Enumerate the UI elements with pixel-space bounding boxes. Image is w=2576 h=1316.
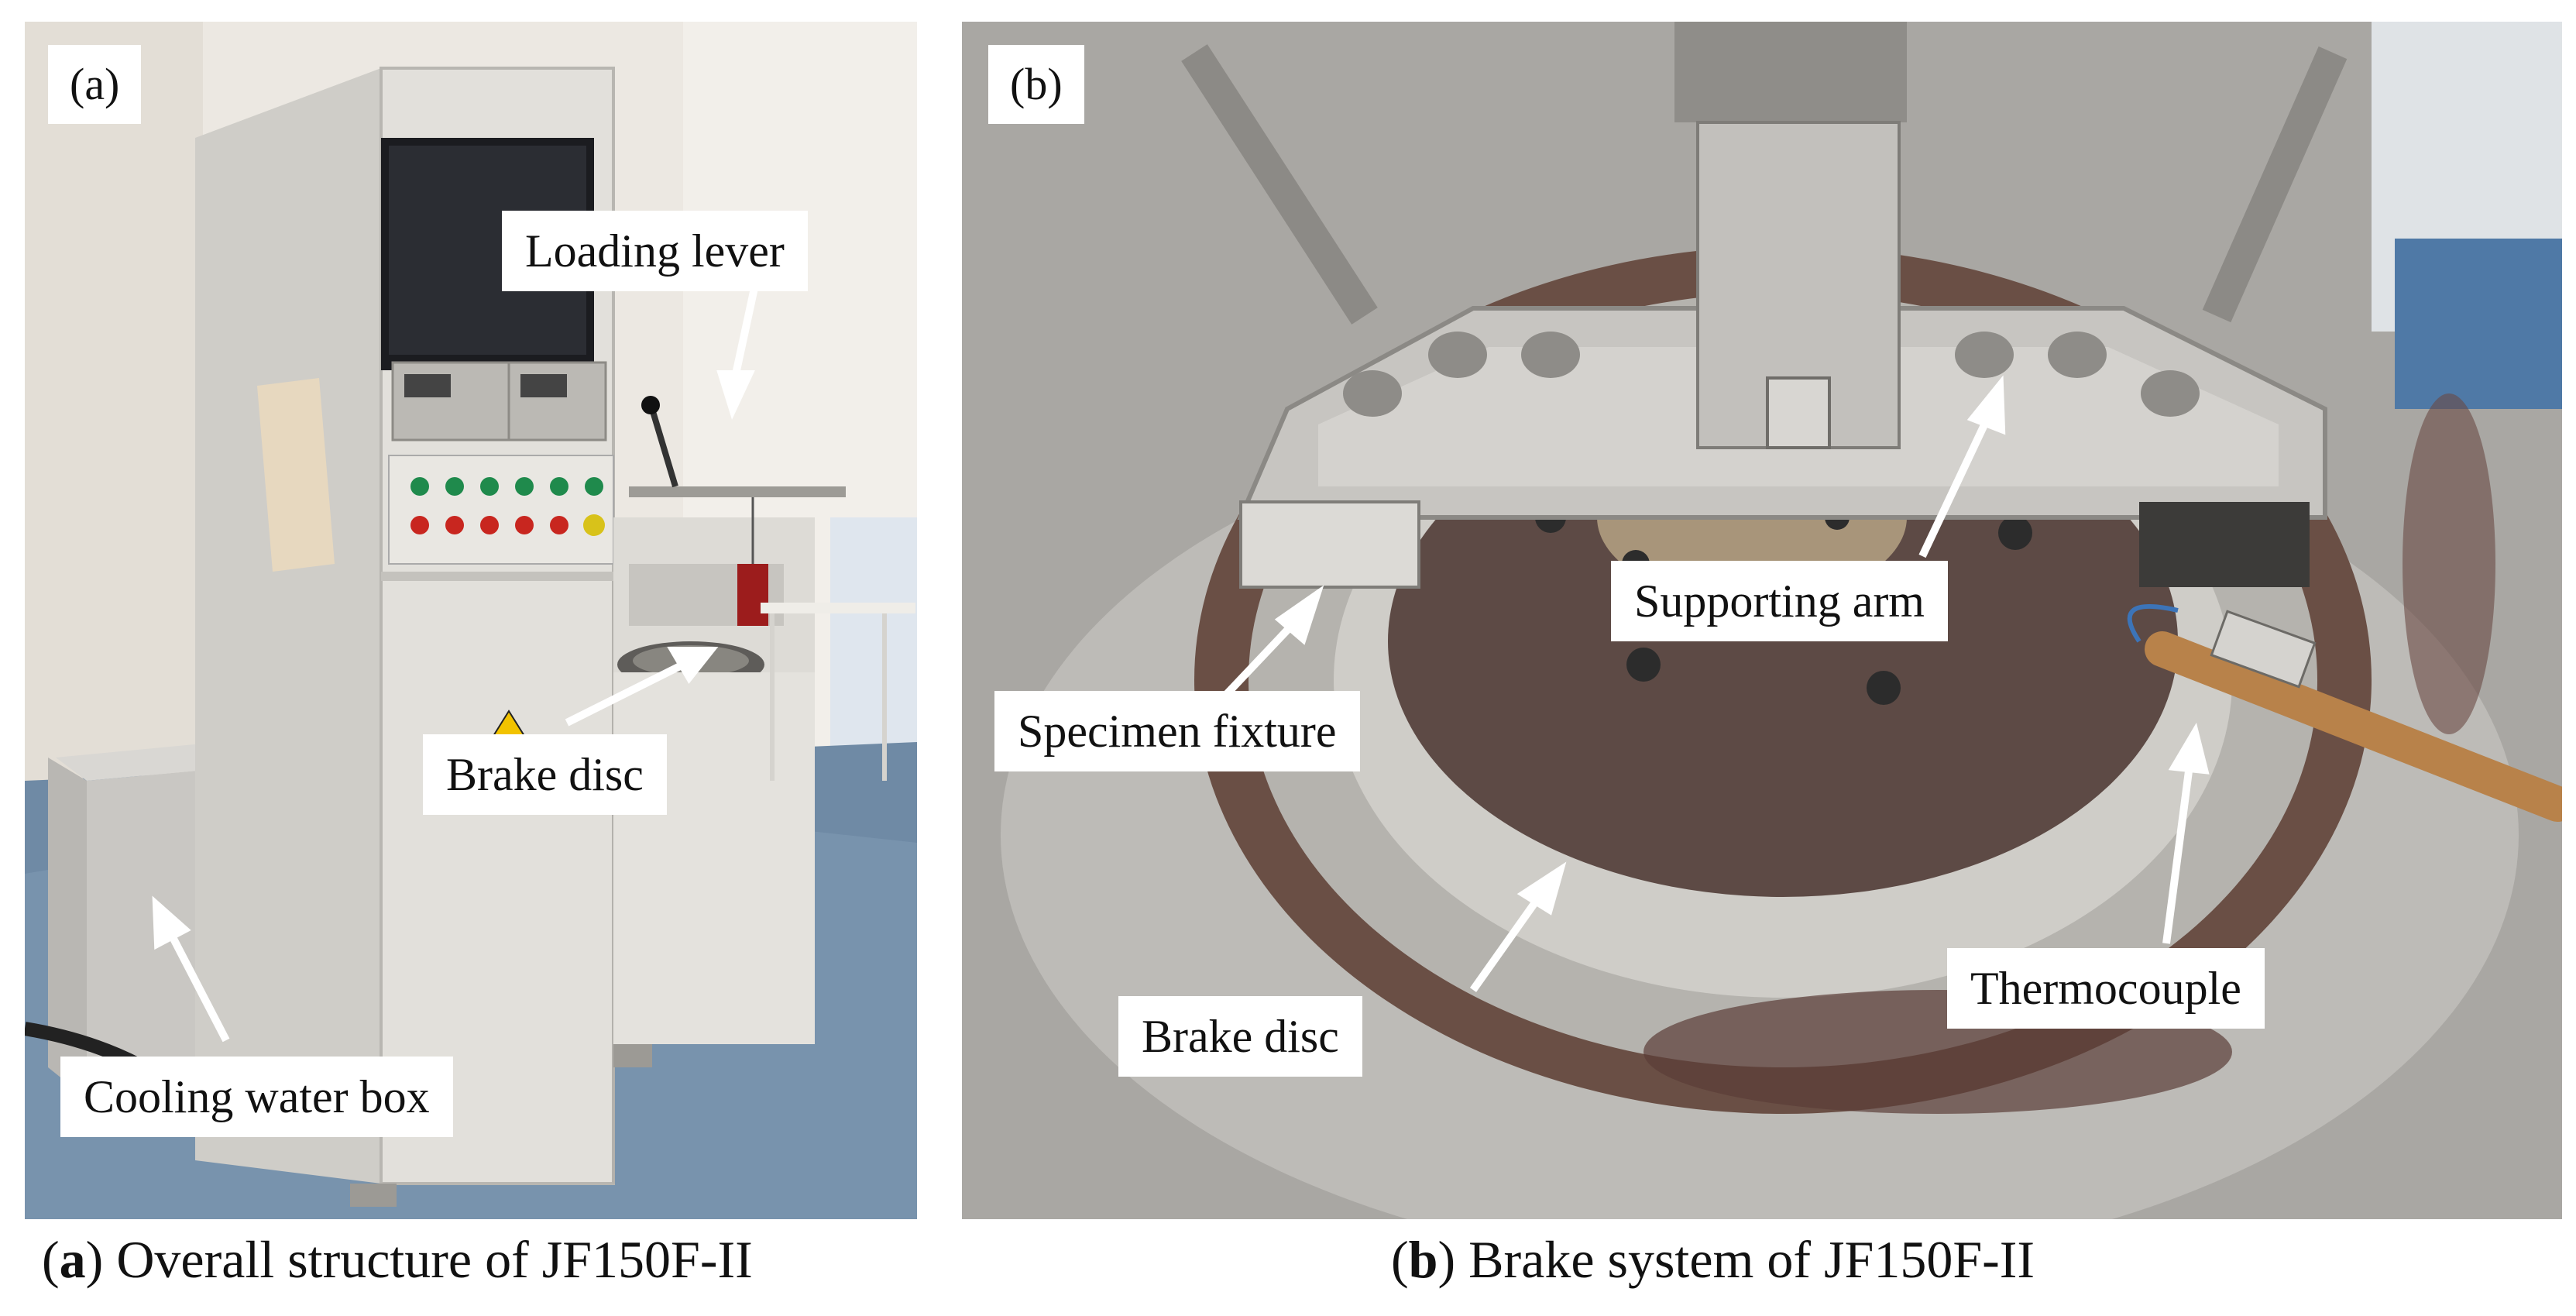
label-brake-disc-b: Brake disc (1118, 996, 1362, 1077)
label-specimen-fixture: Specimen fixture (994, 691, 1360, 771)
photo-panel-b: (b) Supporting arm Specimen fixture Brak… (962, 22, 2562, 1219)
panel-label-a: (a) (48, 45, 142, 124)
caption-b-text: Brake system of JF150F-II (1455, 1230, 2035, 1289)
machine-photo (25, 22, 917, 1219)
label-cooling-water-box: Cooling water box (60, 1057, 453, 1137)
label-loading-lever: Loading lever (502, 211, 808, 291)
caption-a: (a) Overall structure of JF150F-II (42, 1230, 753, 1289)
annotation-arrows-a (152, 276, 761, 1043)
panel-label-b: (b) (988, 45, 1084, 124)
caption-a-text: Overall structure of JF150F-II (103, 1230, 753, 1289)
caption-b-letter: b (1408, 1230, 1438, 1289)
photo-panel-a: (a) Loading lever Brake disc Cooling wat… (25, 22, 917, 1219)
caption-a-letter: a (59, 1230, 86, 1289)
label-brake-disc-a: Brake disc (423, 734, 667, 815)
caption-b: (b) Brake system of JF150F-II (1391, 1230, 2035, 1289)
label-thermocouple: Thermocouple (1947, 948, 2265, 1029)
annotation-arrows-b (1222, 375, 2210, 992)
label-supporting-arm: Supporting arm (1611, 561, 1948, 641)
